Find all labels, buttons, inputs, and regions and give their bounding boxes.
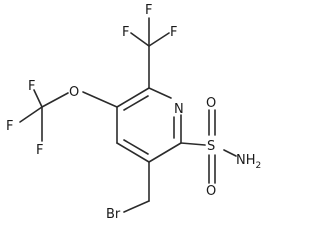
- atom-amine-nh: NH: [236, 153, 256, 168]
- bond-layer: [19, 17, 237, 213]
- bond-ring-c5-c6: [148, 142, 182, 163]
- atom-ocf3-fluorine-left: F: [6, 119, 13, 134]
- atom-bromine: Br: [106, 207, 121, 222]
- bond-ring-c4-c5: [116, 142, 150, 163]
- bond-cf3-f-left: [130, 32, 150, 47]
- atom-sulfonyl-oxygen-bottom: O: [206, 184, 216, 199]
- bond-ring-n-c2: [148, 87, 172, 99]
- bond-cf3-f-right: [148, 32, 170, 47]
- bond-c6-s: [180, 142, 206, 146]
- atom-sulfonyl-sulfur: S: [207, 139, 215, 154]
- bond-o-cf3: [41, 92, 69, 108]
- atom-label-layer: N F F F O F F F O S O NH2 Br: [6, 3, 261, 222]
- atom-sulfonyl-oxygen-top: O: [206, 96, 216, 111]
- atom-cf3-fluorine-left: F: [122, 25, 129, 40]
- bond-ring-c2-c3: [116, 87, 150, 108]
- bond-ch2-br: [123, 200, 150, 213]
- bond-ocf3-f-left: [19, 106, 43, 123]
- atom-ether-oxygen: O: [69, 85, 79, 100]
- bond-ocf3-f-top: [33, 89, 43, 108]
- bond-ring-inner-c2-c3: [123, 95, 149, 111]
- atom-cf3-fluorine-top: F: [145, 3, 152, 18]
- atom-amine-subscript: 2: [256, 161, 262, 171]
- bond-s-n: [223, 149, 237, 157]
- atom-ocf3-fluorine-top: F: [28, 79, 35, 94]
- atom-amine: NH2: [236, 153, 261, 171]
- atom-ocf3-fluorine-bottom: F: [36, 143, 43, 158]
- atom-ring-nitrogen: N: [174, 102, 184, 117]
- bond-c3-o: [82, 91, 118, 108]
- atom-cf3-fluorine-right: F: [170, 25, 177, 40]
- structure-diagram: N F F F O F F F O S O NH2 Br: [6, 3, 261, 222]
- bond-ring-inner-c4-c5: [123, 139, 149, 155]
